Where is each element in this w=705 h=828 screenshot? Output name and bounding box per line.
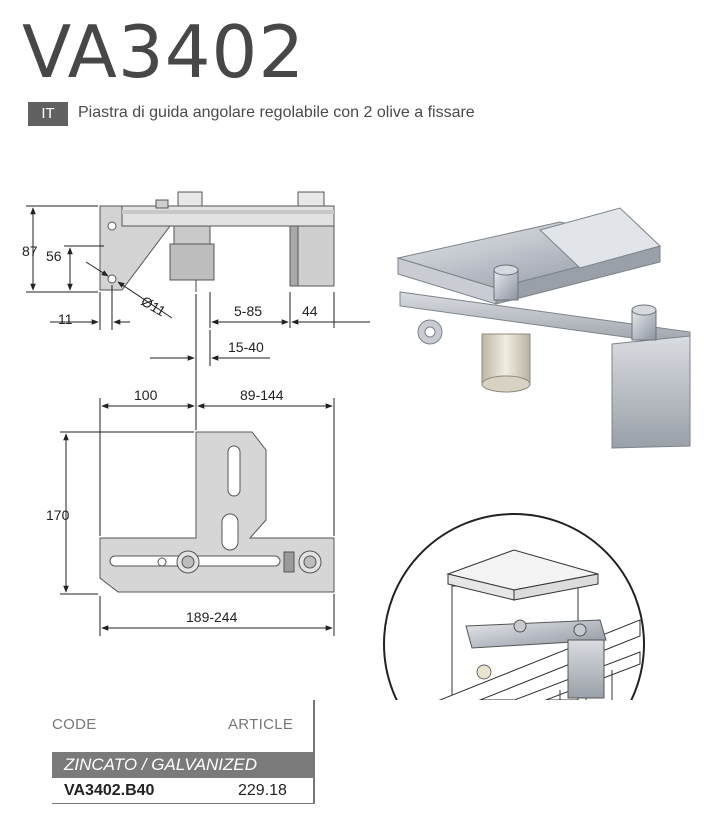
article-value: 229.18 xyxy=(238,782,287,799)
dim-170: 170 xyxy=(46,507,70,523)
dim-11: 11 xyxy=(58,311,73,327)
side-view-drawing xyxy=(99,191,335,292)
dim-diameter-11: Ø11 xyxy=(139,293,169,320)
side-view-dimensions xyxy=(26,205,370,410)
installation-illustration xyxy=(383,513,645,700)
table-divider-vertical xyxy=(313,700,315,804)
product-render xyxy=(396,207,691,449)
dim-44: 44 xyxy=(302,303,318,319)
top-view-dimensions xyxy=(60,398,335,636)
dim-87: 87 xyxy=(22,243,38,259)
finish-band: ZINCATO / GALVANIZED xyxy=(52,752,313,778)
dim-89-144: 89-144 xyxy=(240,387,284,403)
dim-15-40: 15-40 xyxy=(228,339,264,355)
product-code: VA3402.B40 xyxy=(64,782,155,799)
product-title: VA3402 xyxy=(22,10,306,94)
code-column-header: CODE xyxy=(52,716,97,733)
finish-label: ZINCATO / GALVANIZED xyxy=(64,755,258,774)
dim-189-244: 189-244 xyxy=(186,609,238,625)
product-description: Piastra di guida angolare regolabile con… xyxy=(78,104,475,121)
table-divider-horizontal xyxy=(52,803,315,804)
dim-5-85: 5-85 xyxy=(234,303,262,319)
article-column-header: ARTICLE xyxy=(228,716,294,733)
top-view-drawing xyxy=(99,431,335,593)
technical-drawings: 87 56 11 Ø11 5-85 44 15-40 100 89-144 17… xyxy=(22,191,691,700)
language-badge: IT xyxy=(28,102,68,126)
dim-100: 100 xyxy=(134,387,158,403)
dim-56: 56 xyxy=(46,248,62,264)
